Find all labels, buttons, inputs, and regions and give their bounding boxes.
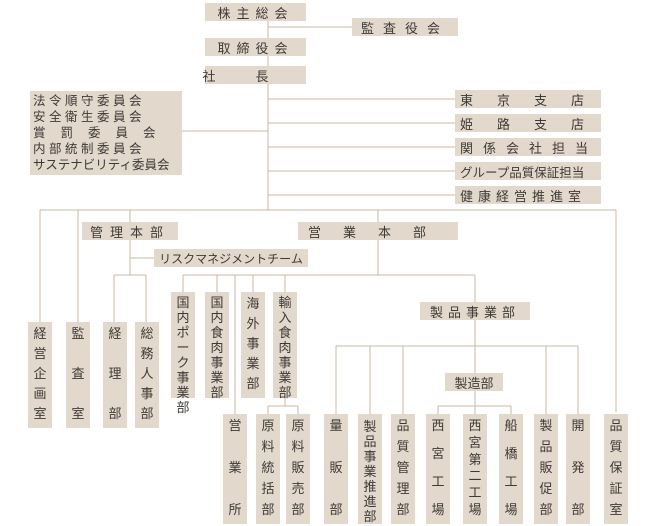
- product-promotion-dept-box: 製品事業推進部: [358, 414, 382, 525]
- overseas-box: 海外事業部: [241, 292, 265, 398]
- committee-safety-health: 安全衛生委員会: [33, 109, 146, 124]
- domestic-meat-box: 国内食肉事業部: [205, 292, 229, 401]
- sales-division-box: 営業本部: [298, 222, 458, 241]
- committee-internal-control: 内部統制委員会: [33, 141, 146, 156]
- raw-material-sales-box: 原料販売部: [286, 414, 310, 524]
- admin-division-box: 管理本部: [82, 222, 178, 241]
- quality-control-box: 品質管理部: [391, 414, 415, 524]
- shareholders-meeting-box: 株主総会: [205, 3, 306, 22]
- audit-office-box: 監査室: [66, 322, 90, 428]
- corporate-planning-box: 経営企画室: [28, 322, 52, 428]
- tokyo-branch-box: 東京支店: [455, 90, 601, 109]
- nishinomiya-plant-box: 西宮工場: [426, 414, 450, 524]
- audit-board-box: 監査役会: [352, 18, 458, 37]
- risk-team-box: リスクマネジメントチーム: [154, 249, 308, 267]
- committees-box: 法令順守委員会 安全衛生委員会 賞罰委員会 内部統制委員会 サステナビリティ委員…: [30, 91, 182, 175]
- sales-office-box: 営業所: [223, 414, 247, 524]
- funabashi-plant-box: 船橋工場: [499, 414, 523, 524]
- domestic-pork-box: 国内ポーク事業部: [171, 292, 195, 416]
- general-affairs-box: 総務人事部: [135, 322, 159, 428]
- nishinomiya-plant-2-box: 西宮第二工場: [463, 414, 487, 524]
- products-division-box: 製品事業部: [420, 302, 530, 321]
- development-box: 開発部: [566, 414, 590, 524]
- mass-retail-box: 量販部: [324, 414, 348, 524]
- president-box: 社長: [203, 66, 306, 85]
- accounting-box: 経理部: [103, 322, 127, 428]
- committee-sustainability: サステナビリティ委員会: [33, 157, 170, 172]
- group-quality-box: グループ品質保証担当: [455, 162, 601, 180]
- himeji-branch-box: 姫路支店: [455, 114, 601, 133]
- import-meat-box: 輸入食肉事業部: [273, 292, 297, 401]
- board-of-directors-box: 取締役会: [205, 38, 306, 57]
- committee-compliance: 法令順守委員会: [33, 93, 146, 108]
- health-management-box: 健康経営推進室: [455, 186, 601, 205]
- product-promotion-box: 製品販促部: [534, 414, 558, 524]
- affiliates-box: 関係会社担当: [455, 138, 601, 157]
- committee-rewards-penalties: 賞罰委員会: [33, 125, 171, 140]
- raw-material-control-box: 原料統括部: [256, 414, 280, 524]
- quality-assurance-box: 品質保証室: [604, 414, 628, 524]
- manufacturing-box: 製造部: [445, 373, 503, 392]
